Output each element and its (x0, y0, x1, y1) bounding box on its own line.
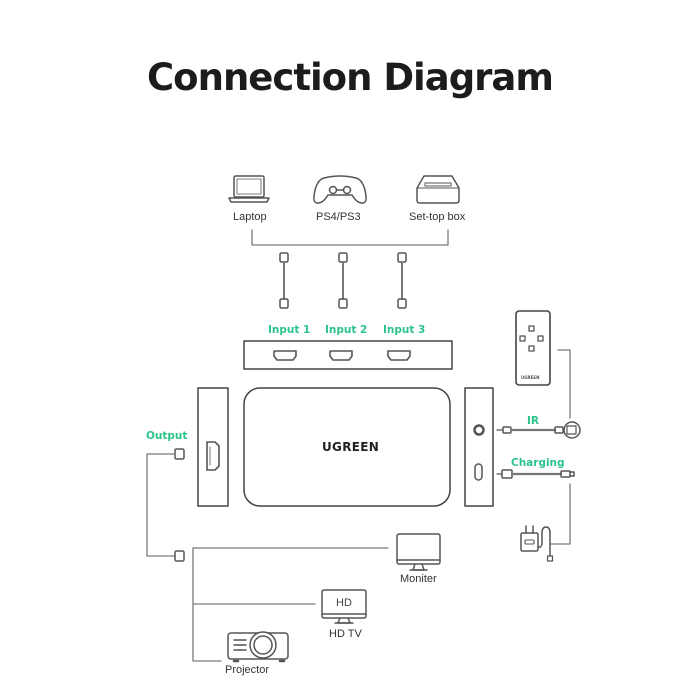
ir-receiver-icon (563, 421, 581, 439)
tv-icon (321, 589, 367, 624)
charging-cable (496, 469, 575, 479)
ir-cable (496, 421, 581, 439)
source-label-ps4: PS4/PS3 (316, 211, 361, 223)
hdmi-port-1-icon (273, 350, 297, 361)
charger-adapter-icon (520, 525, 554, 562)
charging-label: Charging (511, 457, 565, 469)
tv-screen-text: HD (336, 597, 352, 609)
input-panel (243, 340, 453, 370)
usb-c-port-icon (474, 463, 483, 481)
display-distribution-lines (192, 547, 389, 662)
display-label-hd-tv: HD TV (329, 628, 362, 640)
hdmi-port-3-icon (387, 350, 411, 361)
switch-body (243, 387, 451, 507)
ir-label: IR (527, 415, 539, 427)
set-top-box-icon (416, 175, 460, 204)
side-panel (464, 387, 494, 507)
output-cable (146, 448, 185, 562)
output-panel (197, 387, 229, 507)
hdmi-cable-3 (397, 252, 407, 309)
display-label-monitor: Moniter (400, 573, 437, 585)
page-title: Connection Diagram (147, 56, 554, 99)
source-label-set-top-box: Set-top box (409, 211, 466, 223)
hdmi-port-2-icon (329, 350, 353, 361)
display-label-projector: Projector (225, 664, 270, 676)
gamepad-icon (313, 175, 367, 204)
hdmi-cable-1 (279, 252, 289, 309)
ir-port-icon (473, 424, 485, 436)
input-label-2: Input 2 (325, 324, 368, 336)
remote-link-line (557, 349, 571, 419)
output-label: Output (146, 430, 188, 442)
laptop-icon (228, 175, 270, 203)
input-label-1: Input 1 (268, 324, 311, 336)
monitor-icon (396, 533, 441, 571)
hdmi-cable-2 (338, 252, 348, 309)
remote-control-icon (515, 310, 551, 386)
remote-brand-text: UGREEN (521, 375, 540, 380)
source-label-laptop: Laptop (233, 211, 267, 223)
sources-bracket-line (251, 229, 449, 246)
input-label-3: Input 3 (383, 324, 426, 336)
device-brand-logo: UGREEN (322, 440, 380, 454)
hdmi-output-port-icon (206, 441, 220, 471)
projector-icon (227, 631, 289, 663)
charger-link-line (550, 483, 571, 545)
